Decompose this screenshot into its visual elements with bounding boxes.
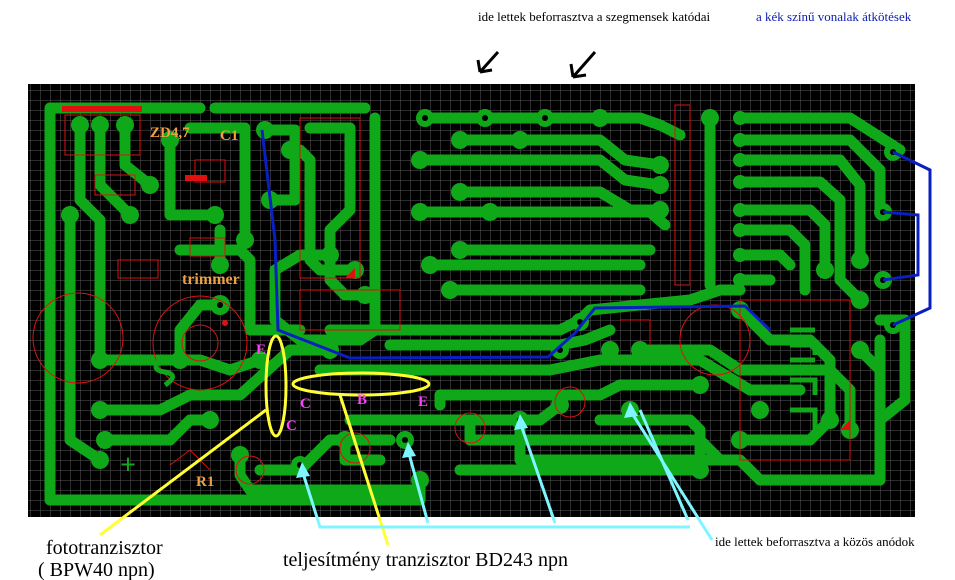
cathode-arrows <box>476 50 597 79</box>
label-e-left: E <box>256 342 266 358</box>
label-b-mid: B <box>357 392 367 408</box>
jumper-wires <box>260 129 932 360</box>
note-anodes: ide lettek beforrasztva a közös anódok <box>715 534 915 549</box>
label-plus: + <box>120 450 136 481</box>
label-e-mid: E <box>418 394 428 410</box>
label-r1: R1 <box>196 474 214 490</box>
caption-phototransistor-line2: ( BPW40 npn) <box>38 559 155 580</box>
mirrored-logo <box>153 327 818 430</box>
anode-arrows <box>300 409 714 541</box>
zener-mark <box>185 175 207 181</box>
label-minus: — <box>117 400 141 425</box>
note-jumpers: a kék színű vonalak átkötések <box>756 9 912 24</box>
pin1-marker-right <box>840 420 850 430</box>
anode-arrowheads <box>296 402 638 478</box>
label-c-left: C <box>286 418 297 434</box>
highlights <box>99 334 431 546</box>
copper-traces <box>44 102 911 506</box>
caption-power-transistor: teljesítmény tranzisztor BD243 npn <box>283 549 568 571</box>
silk-bar <box>62 106 142 112</box>
pin1-marker <box>345 268 355 278</box>
caption-phototransistor-line1: fototranzisztor <box>46 537 163 559</box>
caption-phototransistor: fototranzisztor ( BPW40 npn) <box>38 537 218 580</box>
note-cathodes: ide lettek beforrasztva a szegmensek kat… <box>478 9 711 24</box>
trimmer-dot <box>222 320 228 326</box>
label-trimmer: trimmer <box>182 271 240 288</box>
label-zd: ZD4,7 <box>150 125 190 141</box>
label-c-mid: C <box>300 396 311 412</box>
label-c1: C1 <box>220 128 238 144</box>
